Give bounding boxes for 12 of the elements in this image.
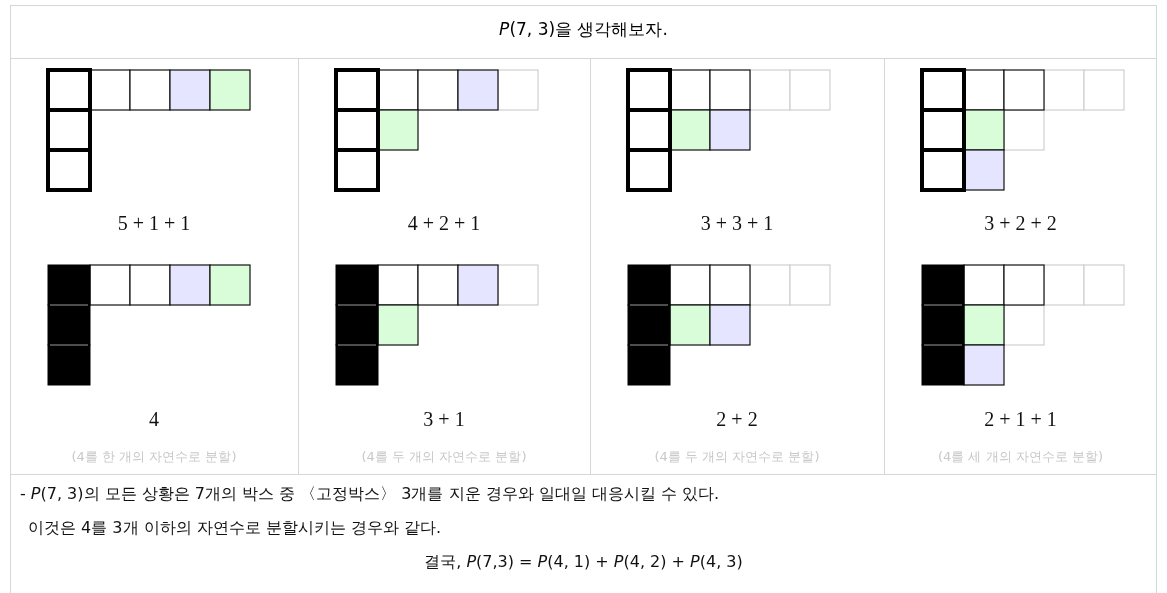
sum-expression: 3 + 2 + 2 <box>983 212 1058 235</box>
sum-expression: 4 + 2 + 1 <box>406 212 482 235</box>
sum-expression: 2 + 2 <box>715 408 759 431</box>
sum-expression: 3 + 3 + 1 <box>699 212 775 235</box>
table-heading: P(7, 3)을 생각해보자. <box>498 18 669 41</box>
sum-expression: 3 + 1 <box>422 408 466 431</box>
note-text: 이것은 4를 3개 이하의 자연수로 분할시키는 경우와 같다. <box>28 518 442 539</box>
formula-text: 결국, P(7,3) = P(4, 1) + P(4, 2) + P(4, 3) <box>423 552 744 573</box>
note-text: - P(7, 3)의 모든 상황은 7개의 박스 중 〈고정박스〉 3개를 지운 경우와 일대일 대응시킬 수 있다. <box>20 484 720 505</box>
sum-expression: 2 + 1 + 1 <box>983 408 1058 431</box>
sum-expression: 5 + 1 + 1 <box>116 212 192 235</box>
sum-expression: 4 <box>148 408 160 431</box>
